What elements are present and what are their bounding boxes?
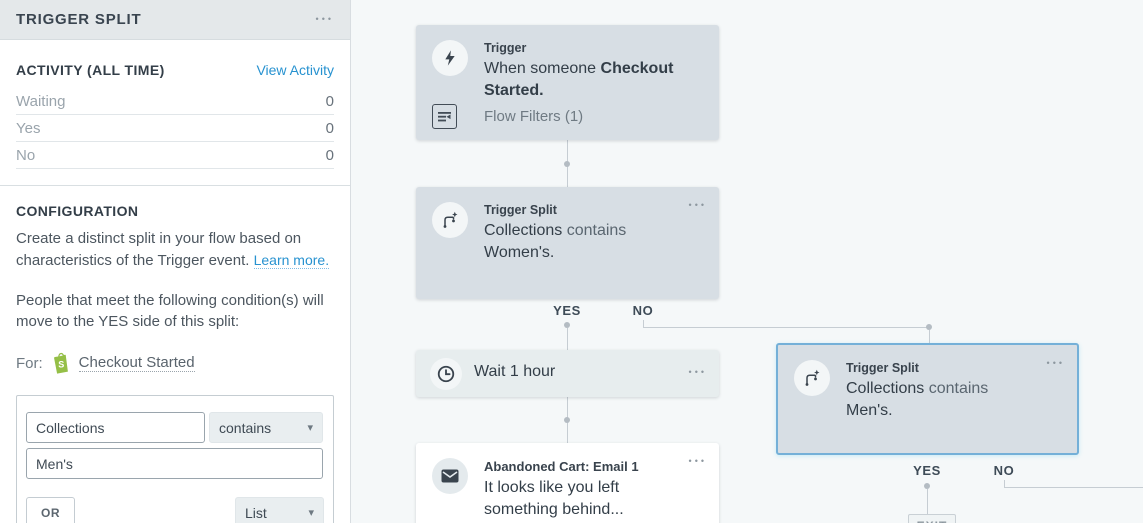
- wait-text: Wait 1 hour: [474, 363, 556, 380]
- condition-field-input[interactable]: [26, 412, 205, 443]
- stat-row-yes: Yes 0: [16, 115, 334, 142]
- configuration-description: Create a distinct split in your flow bas…: [16, 228, 338, 272]
- condition-value: Men's.: [846, 401, 893, 419]
- condition-field: Collections: [846, 380, 925, 397]
- activity-heading: ACTIVITY (ALL TIME): [16, 62, 165, 78]
- branch-label-yes: YES: [553, 303, 581, 318]
- stat-row-waiting: Waiting 0: [16, 88, 334, 115]
- condition-value: Women's.: [484, 243, 555, 261]
- condition-intro-text: People that meet the following condition…: [16, 291, 324, 331]
- trigger-split-icon: [794, 360, 830, 396]
- node-kicker: Trigger Split: [484, 203, 557, 217]
- learn-more-link[interactable]: Learn more.: [253, 251, 330, 269]
- connector-line: [927, 489, 928, 514]
- operator-value: contains: [219, 419, 272, 436]
- node-menu-ellipsis-icon[interactable]: •••: [1047, 355, 1065, 372]
- panel-menu-ellipsis-icon[interactable]: •••: [316, 11, 334, 28]
- trigger-text-event: Checkout Started: [484, 60, 674, 99]
- connector-line: [643, 327, 930, 328]
- split-condition-text: Collections contains Women's.: [484, 220, 679, 263]
- trigger-split-settings-panel: TRIGGER SPLIT ••• ACTIVITY (ALL TIME) Vi…: [0, 0, 351, 523]
- trigger-split-icon: [432, 202, 468, 238]
- flow-filters-icon: [432, 104, 457, 129]
- type-value: List: [245, 504, 267, 521]
- connector-dot: [924, 483, 930, 489]
- condition-field: Collections: [484, 222, 563, 239]
- node-menu-ellipsis-icon[interactable]: •••: [689, 453, 707, 470]
- stat-label: Waiting: [16, 92, 66, 110]
- branch-label-yes: YES: [913, 463, 941, 478]
- email-subject: It looks like you left something behind.…: [484, 479, 624, 518]
- connector-line: [1004, 487, 1143, 488]
- configuration-description-text: Create a distinct split in your flow bas…: [16, 230, 302, 269]
- node-menu-ellipsis-icon[interactable]: •••: [689, 197, 707, 214]
- stat-value: 0: [325, 146, 334, 164]
- connector-dot: [564, 161, 570, 167]
- branch-label-no: NO: [993, 463, 1015, 478]
- for-label: For:: [16, 354, 43, 372]
- stat-label: Yes: [16, 119, 41, 137]
- node-kicker: Trigger Split: [846, 361, 919, 375]
- caret-down-icon: ▾: [307, 422, 313, 434]
- email-name: Abandoned Cart: Email 1: [484, 459, 639, 474]
- shopify-icon: S: [53, 352, 68, 374]
- exit-label: EXIT: [917, 519, 948, 523]
- or-condition-button[interactable]: OR: [26, 497, 75, 523]
- connector-dot: [926, 324, 932, 330]
- node-menu-ellipsis-icon[interactable]: •••: [689, 364, 707, 381]
- trigger-text-prefix: When someone: [484, 60, 601, 77]
- condition-builder: contains ▾ OR List ▾: [16, 395, 334, 523]
- caret-down-icon: ▾: [308, 507, 314, 519]
- trigger-text: When someone Checkout Started.: [484, 58, 679, 101]
- stat-value: 0: [325, 92, 334, 110]
- branch-label-no: NO: [632, 303, 654, 318]
- trigger-split-womens-node[interactable]: ••• Trigger Split Collections contains W…: [416, 187, 719, 299]
- trigger-split-mens-node-selected[interactable]: ••• Trigger Split Collections contains M…: [776, 343, 1079, 455]
- connector-line: [567, 328, 568, 350]
- connector-line: [929, 330, 930, 343]
- email-node[interactable]: ••• Abandoned Cart: Email 1 It looks lik…: [416, 443, 719, 523]
- split-condition-text: Collections contains Men's.: [846, 378, 1037, 421]
- checkout-started-event-link[interactable]: Checkout Started: [78, 354, 195, 372]
- stat-value: 0: [325, 119, 334, 137]
- panel-header: TRIGGER SPLIT •••: [0, 0, 350, 40]
- condition-operator: contains: [924, 380, 989, 397]
- flow-filters-button[interactable]: Flow Filters (1): [432, 104, 583, 129]
- condition-value-input[interactable]: [26, 448, 323, 479]
- flow-canvas: YES NO YES NO Trigger When someone Check…: [351, 0, 1143, 523]
- connector-dot: [564, 417, 570, 423]
- connector-line: [643, 320, 644, 328]
- condition-operator-dropdown[interactable]: contains ▾: [209, 412, 323, 443]
- wait-node[interactable]: Wait 1 hour •••: [416, 350, 719, 397]
- configuration-heading: CONFIGURATION: [16, 203, 139, 219]
- condition-operator: contains: [562, 222, 627, 239]
- connector-line: [1004, 480, 1005, 488]
- flow-filters-label: Flow Filters (1): [484, 108, 584, 125]
- condition-type-dropdown[interactable]: List ▾: [235, 497, 324, 523]
- stat-label: No: [16, 146, 36, 164]
- trigger-node[interactable]: Trigger When someone Checkout Started. F…: [416, 25, 719, 140]
- view-activity-link[interactable]: View Activity: [256, 62, 334, 78]
- envelope-icon: [432, 458, 468, 494]
- panel-title: TRIGGER SPLIT: [16, 11, 142, 28]
- connector-dot: [564, 322, 570, 328]
- clock-icon: [430, 358, 462, 390]
- node-kicker: Trigger: [484, 41, 527, 55]
- stat-row-no: No 0: [16, 142, 334, 169]
- exit-node: EXIT: [908, 514, 956, 523]
- for-event-row: For: S Checkout Started: [16, 352, 334, 374]
- trigger-text-suffix: .: [539, 81, 544, 99]
- svg-text:S: S: [58, 360, 64, 370]
- lightning-bolt-icon: [432, 40, 468, 76]
- section-divider: [0, 185, 350, 186]
